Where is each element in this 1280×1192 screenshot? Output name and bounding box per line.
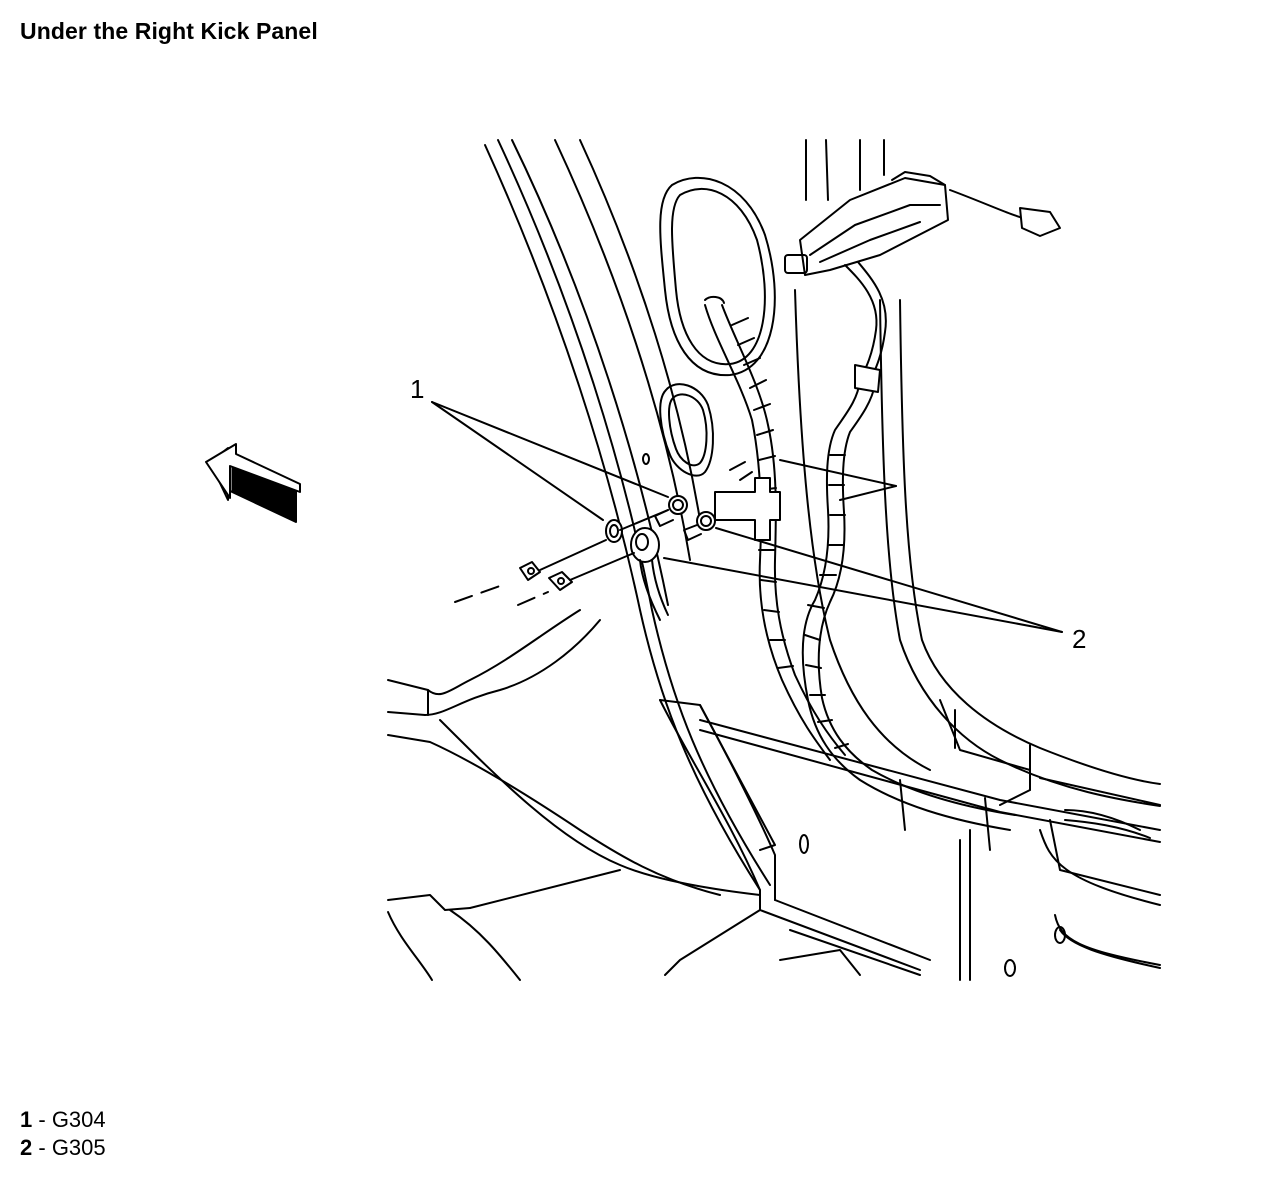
callout-1-leaders xyxy=(431,401,669,521)
nut-g305 xyxy=(548,571,573,591)
electronic-module xyxy=(784,171,1061,383)
harness-bracket xyxy=(714,461,781,541)
floor-sill-outline xyxy=(387,609,1161,981)
page-title: Under the Right Kick Panel xyxy=(20,18,318,44)
wiring-harness-right xyxy=(801,364,1016,831)
legend-separator: - xyxy=(32,1107,52,1132)
washer-g304 xyxy=(605,519,623,543)
ground-fasteners xyxy=(454,495,716,621)
legend-number: 2 xyxy=(20,1135,33,1160)
nut-g304 xyxy=(519,561,541,581)
legend: 1 - G304 2 - G305 xyxy=(20,1106,106,1162)
callout-1-number: 1 xyxy=(410,374,424,404)
small-opening xyxy=(642,383,715,477)
reference-arrows xyxy=(779,459,897,501)
oval-opening xyxy=(659,176,776,377)
legend-label: G304 xyxy=(51,1107,106,1132)
legend-number: 1 xyxy=(20,1107,33,1132)
legend-separator: - xyxy=(32,1135,52,1160)
callout-2-number: 2 xyxy=(1072,624,1086,654)
bolt-g305-upper xyxy=(683,511,716,541)
wiring-harness-left xyxy=(704,295,846,761)
legend-item: 2 - G305 xyxy=(20,1134,106,1162)
b-pillar-outline xyxy=(794,139,1161,807)
callout-2-leaders xyxy=(663,527,1063,633)
legend-label: G305 xyxy=(51,1135,106,1160)
forward-arrow-icon xyxy=(205,443,301,523)
ring-terminal-g305 xyxy=(630,527,669,621)
legend-item: 1 - G304 xyxy=(20,1106,106,1134)
